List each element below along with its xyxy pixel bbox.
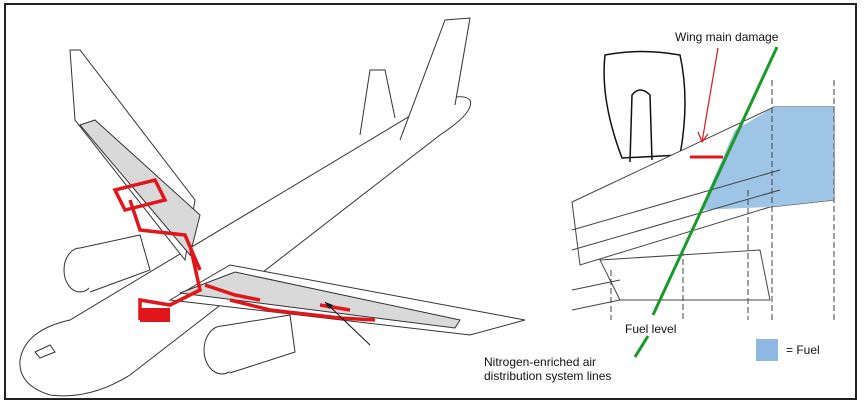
fuel-region <box>700 107 834 210</box>
fuel-legend-swatch <box>756 339 778 361</box>
fuselage <box>19 96 472 397</box>
fuel-level-line <box>651 46 779 316</box>
wing-damage-label: Wing main damage <box>675 30 779 44</box>
left-wing-tank <box>79 119 201 257</box>
nea-unit <box>140 308 170 322</box>
nea-distribution-lines <box>112 177 376 322</box>
fuel-level-label: Fuel level <box>625 322 677 336</box>
wing-structure <box>571 50 835 320</box>
aircraft-illustration <box>19 17 526 397</box>
engine-nacelle <box>603 50 686 159</box>
nea-callout-label: Nitrogen-enriched air distribution syste… <box>484 355 611 383</box>
figure-border <box>4 3 857 400</box>
damage-arrow <box>701 47 719 143</box>
vertical-tail <box>399 17 471 141</box>
callout-arrow <box>324 301 371 346</box>
cockpit-windows <box>34 344 56 359</box>
right-wing-tank <box>179 271 461 329</box>
fuel-legend-label: = Fuel <box>786 343 820 357</box>
callout-line-2: distribution system lines <box>484 369 612 383</box>
horizontal-stabilizer <box>359 69 396 136</box>
callout-line-1: Nitrogen-enriched air <box>484 355 597 369</box>
